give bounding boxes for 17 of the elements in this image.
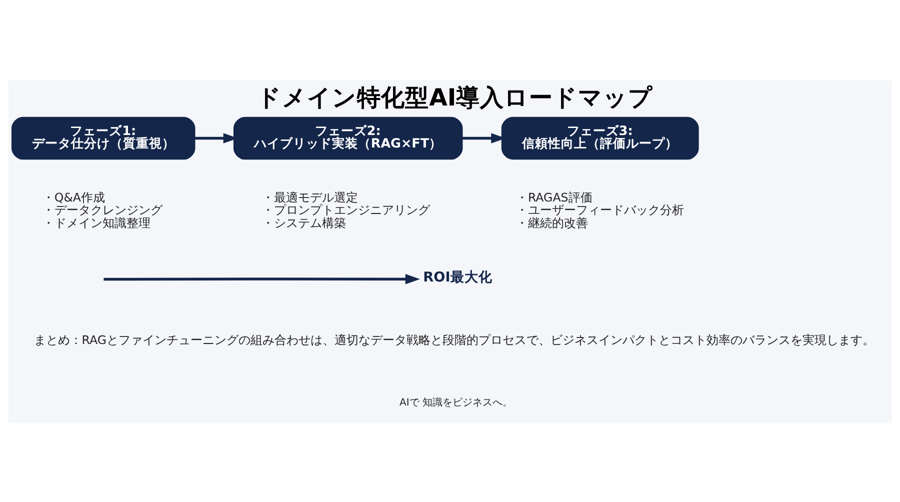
label: AIで 知識をビジネスへ。 [400,397,512,408]
arrow [104,274,420,284]
node-box: フェーズ1: データ仕分け（質重視） [11,116,196,160]
label: まとめ：RAGとファインチューニングの組み合わせは、適切なデータ戦略と段階的プロセスで、ビジネスインパクトとコスト効率のバランスを実現します。 [34,332,875,347]
node-label: ・データクレンジング [42,202,162,217]
node-label: ・プロンプトエンジニアリング [262,202,430,217]
node-label: ・RAGAS評価 [516,190,592,204]
node-label: ・システム構築 [262,215,346,230]
node-label: ・ユーザーフィードバック分析 [516,202,684,217]
node-label: ・最適モデル選定 [262,190,358,204]
node-text: ROI最大化 [423,269,492,286]
diagram-title: ドメイン特化型AI導入ロードマップ [257,82,654,111]
node-box: フェーズ3: 信頼性向上（評価ループ） [501,116,699,160]
node-label: ・継続的改善 [516,215,588,230]
node-label: ・Q&A作成 [42,190,105,204]
node-label: ・ドメイン知識整理 [42,215,150,230]
node-box: フェーズ2: ハイブリッド実装（RAG×FT） [233,116,463,160]
